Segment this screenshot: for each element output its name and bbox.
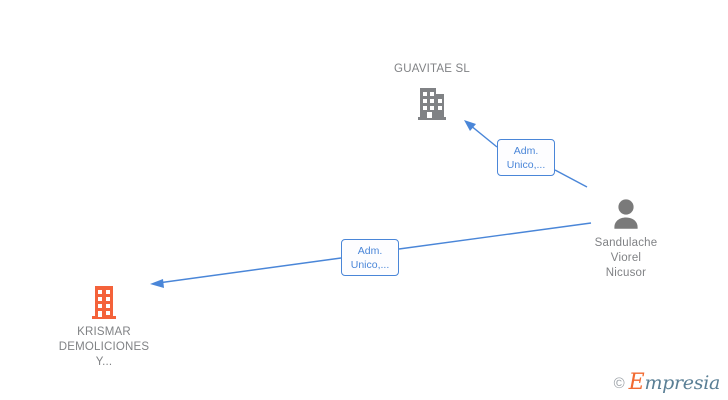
copyright-icon: © xyxy=(613,374,625,392)
node-krismar-demoliciones[interactable]: KRISMAR DEMOLICIONES Y... xyxy=(44,283,164,370)
brand-logo-text: Empresia xyxy=(628,370,721,395)
edge-label-line-1: Adm. xyxy=(357,245,383,257)
node-sandulache-viorel-nicusor[interactable]: Sandulache Viorel Nicusor xyxy=(566,196,686,281)
node-label-guavitae: GUAVITAE SL xyxy=(394,63,470,75)
edge-label-adm-unico-guavitae[interactable]: Adm. Unico,... xyxy=(497,139,555,176)
edge-arrowhead-krismar xyxy=(150,279,164,288)
edge-label-line-2: Unico,... xyxy=(506,159,546,171)
edge-segment-left xyxy=(469,124,498,148)
edge-label-line-1: Adm. xyxy=(513,145,539,157)
edge-label-line-2: Unico,... xyxy=(350,259,390,271)
person-icon xyxy=(614,199,638,229)
node-label-krismar: KRISMAR DEMOLICIONES Y... xyxy=(58,326,150,368)
brand-rest: mpresia xyxy=(644,372,720,394)
edge-segment-right xyxy=(554,169,588,188)
empresia-watermark: © Empresia xyxy=(613,370,721,395)
edge-label-adm-unico-krismar[interactable]: Adm. Unico,... xyxy=(341,239,399,276)
brand-initial: E xyxy=(628,370,645,395)
building-icon xyxy=(418,88,446,120)
building-icon xyxy=(92,286,116,319)
edge-person-to-krismar xyxy=(150,222,592,288)
node-label-person: Sandulache Viorel Nicusor xyxy=(594,237,658,279)
edge-segment-right xyxy=(398,222,592,250)
edge-segment-left xyxy=(157,257,342,284)
edge-person-to-guavitae xyxy=(464,120,588,188)
edge-arrowhead-guavitae xyxy=(464,120,476,131)
node-guavitae-sl[interactable]: GUAVITAE SL xyxy=(372,62,492,122)
